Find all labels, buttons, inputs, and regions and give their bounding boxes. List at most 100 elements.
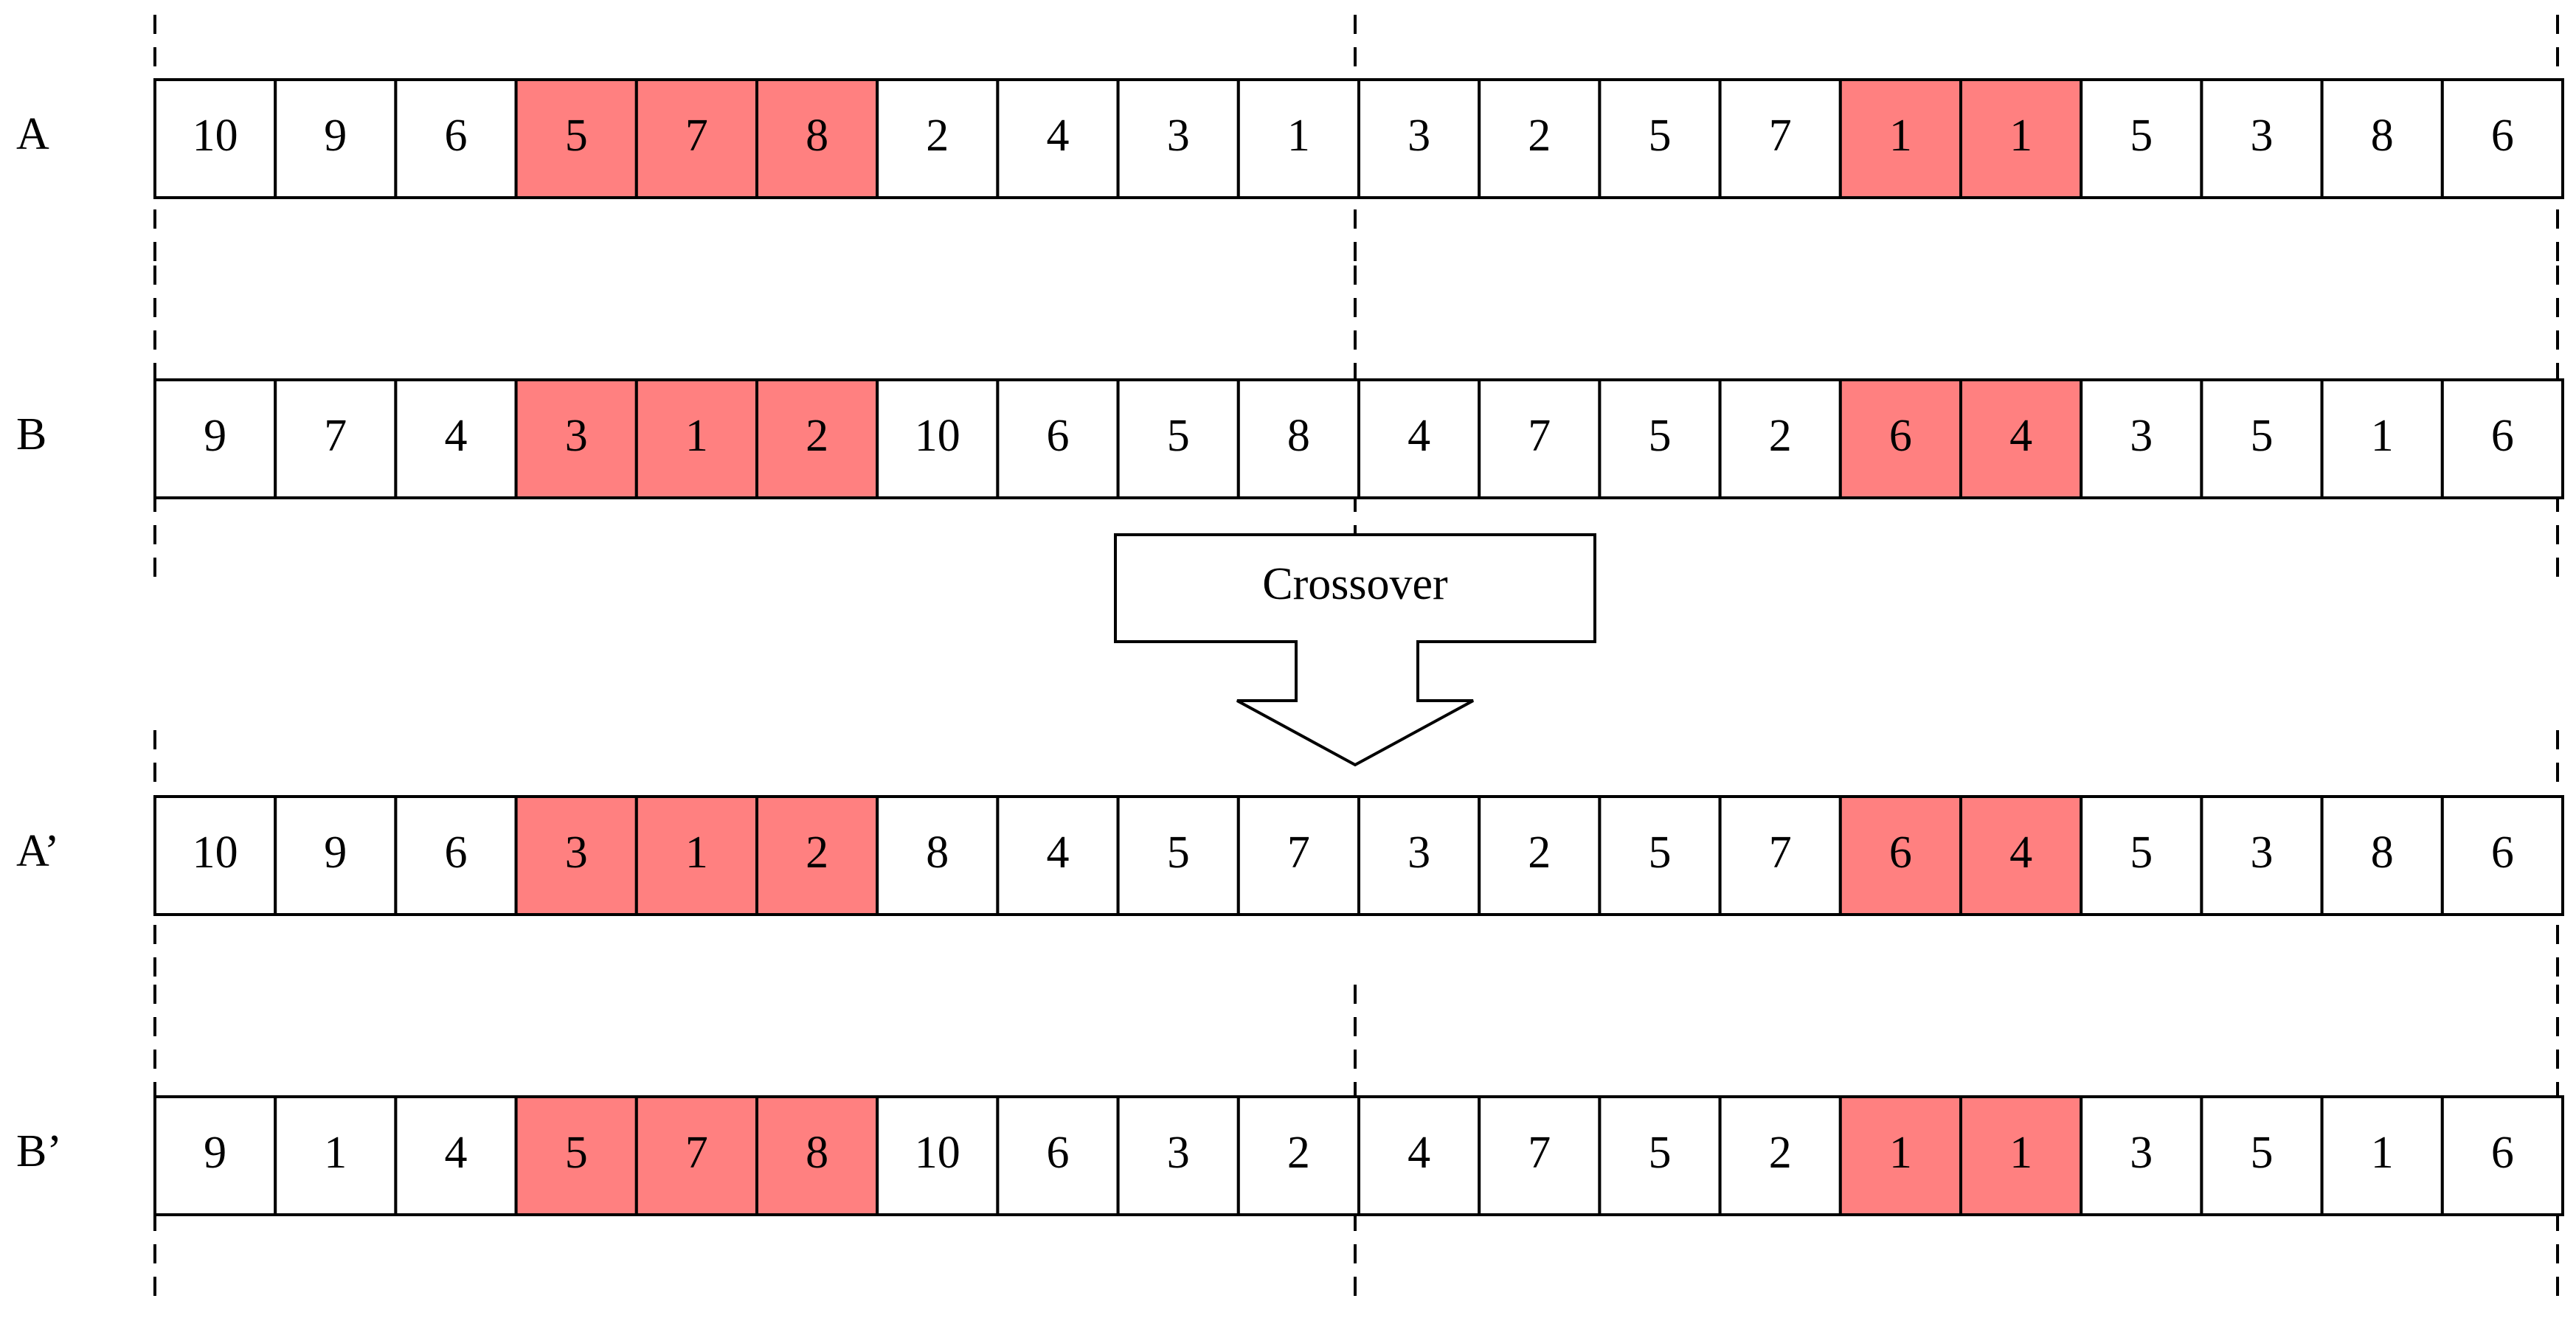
- gene-cell: [1116, 795, 1240, 916]
- gene-value: 7: [685, 1128, 708, 1178]
- gene-value: 1: [2371, 1128, 2394, 1178]
- gene-value: 2: [1287, 1128, 1310, 1178]
- gene-value: 4: [1047, 111, 1070, 161]
- gene-cell: [1598, 795, 1722, 916]
- gene-value: 7: [1769, 828, 1792, 878]
- gene-cell: [394, 378, 518, 499]
- gene-value: 9: [204, 1128, 226, 1178]
- gene-cell-highlighted: [1838, 78, 1963, 199]
- gene-cell-highlighted: [634, 795, 758, 916]
- gene-cell: [394, 795, 518, 916]
- gene-value: 6: [2491, 1128, 2514, 1178]
- gene-value: 5: [1167, 828, 1190, 878]
- gene-cell: [2320, 78, 2444, 199]
- gene-cell: [1236, 795, 1361, 916]
- gene-cell-highlighted: [1838, 378, 1963, 499]
- gene-cell: [2200, 1095, 2324, 1216]
- gene-cell: [1718, 1095, 1842, 1216]
- gene-value: 6: [1047, 1128, 1070, 1178]
- gene-value: 5: [2130, 828, 2153, 878]
- gene-cell-highlighted: [634, 378, 758, 499]
- gene-value: 4: [2009, 828, 2032, 878]
- gene-value: 1: [2371, 411, 2394, 461]
- gene-value: 3: [2130, 411, 2153, 461]
- gene-cell: [2440, 1095, 2565, 1216]
- gene-value: 6: [1047, 411, 1070, 461]
- gene-cell: [1236, 378, 1361, 499]
- gene-cell: [876, 1095, 1000, 1216]
- gene-cell: [153, 378, 277, 499]
- gene-value: 5: [2251, 1128, 2274, 1178]
- gene-value: 6: [1889, 411, 1912, 461]
- gene-cell: [2440, 78, 2565, 199]
- gene-value: 4: [1408, 411, 1430, 461]
- gene-cell-highlighted: [514, 795, 638, 916]
- gene-cell: [274, 378, 398, 499]
- gene-value: 1: [1287, 111, 1310, 161]
- gene-value: 7: [685, 111, 708, 161]
- gene-cell: [274, 1095, 398, 1216]
- gene-cell: [1236, 1095, 1361, 1216]
- crossover-label: Crossover: [1262, 559, 1448, 609]
- gene-value: 3: [2251, 111, 2274, 161]
- gene-cell-highlighted: [755, 1095, 879, 1216]
- gene-cell: [1718, 795, 1842, 916]
- gene-value: 8: [806, 111, 828, 161]
- gene-cell-highlighted: [634, 78, 758, 199]
- gene-value: 3: [2251, 828, 2274, 878]
- crossover-arrow: Crossover: [1114, 533, 1596, 767]
- gene-value: 8: [2371, 828, 2394, 878]
- gene-cell: [2440, 378, 2565, 499]
- gene-value: 2: [1769, 411, 1792, 461]
- gene-value: 5: [1649, 411, 1672, 461]
- gene-cell: [1598, 1095, 1722, 1216]
- gene-value: 2: [1769, 1128, 1792, 1178]
- gene-value: 8: [806, 1128, 828, 1178]
- gene-value: 4: [1047, 828, 1070, 878]
- gene-cell: [1478, 795, 1602, 916]
- gene-value: 9: [324, 828, 347, 878]
- gene-cell-highlighted: [1959, 1095, 2083, 1216]
- gene-value: 1: [324, 1128, 347, 1178]
- gene-value: 6: [445, 111, 468, 161]
- gene-value: 5: [565, 111, 588, 161]
- gene-value: 3: [1408, 111, 1430, 161]
- gene-value: 2: [1528, 111, 1551, 161]
- gene-cell: [2080, 378, 2203, 499]
- gene-cell: [2200, 795, 2324, 916]
- crossover-arrow-shape: [1114, 533, 1596, 767]
- gene-cell: [996, 1095, 1120, 1216]
- gene-cell: [876, 78, 1000, 199]
- gene-cell: [996, 78, 1120, 199]
- gene-value: 1: [1889, 1128, 1912, 1178]
- gene-cell: [2080, 795, 2203, 916]
- gene-cell: [2320, 1095, 2444, 1216]
- gene-value: 2: [806, 828, 828, 878]
- gene-value: 6: [1889, 828, 1912, 878]
- gene-value: 5: [565, 1128, 588, 1178]
- gene-cell-highlighted: [755, 378, 879, 499]
- gene-value: 3: [2130, 1128, 2153, 1178]
- gene-cell: [153, 78, 277, 199]
- gene-value: 5: [1167, 411, 1190, 461]
- gene-cell-highlighted: [1959, 78, 2083, 199]
- gene-value: 2: [806, 411, 828, 461]
- row-label: A’: [16, 826, 60, 876]
- gene-value: 8: [1287, 411, 1310, 461]
- gene-value: 7: [1528, 411, 1551, 461]
- gene-cell: [394, 1095, 518, 1216]
- gene-cell: [2320, 795, 2444, 916]
- gene-value: 5: [1649, 1128, 1672, 1178]
- gene-value: 1: [1889, 111, 1912, 161]
- gene-value: 8: [2371, 111, 2394, 161]
- gene-value: 1: [2009, 111, 2032, 161]
- gene-value: 6: [2491, 828, 2514, 878]
- gene-value: 1: [685, 411, 708, 461]
- gene-value: 10: [193, 111, 238, 161]
- gene-value: 3: [565, 411, 588, 461]
